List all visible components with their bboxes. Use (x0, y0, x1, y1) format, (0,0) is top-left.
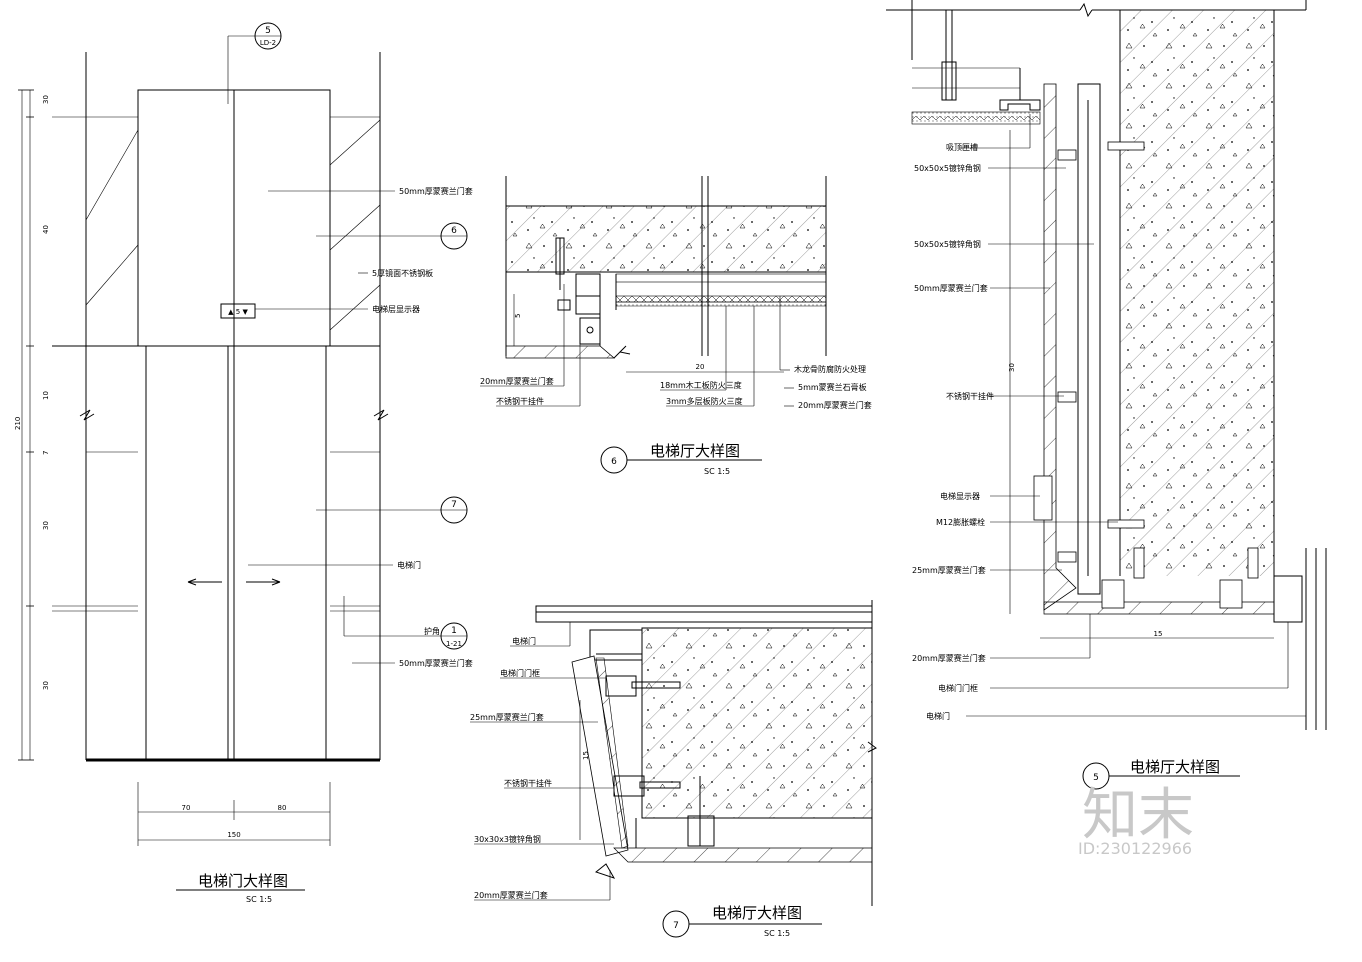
watermark-brand: 知末 (1082, 783, 1194, 848)
label-5-frame-50: 50mm厚蒙赛兰门套 (914, 283, 988, 293)
label-5-display: 电梯显示器 (940, 491, 980, 501)
floor-indicator-display (220, 303, 256, 319)
label-6-frame-20: 20mm厚蒙赛兰门套 (480, 376, 554, 386)
hall-7-scale: SC 1:5 (764, 929, 790, 938)
hall-7-number: 7 (673, 921, 679, 931)
dim-left-5: 30 (42, 521, 50, 530)
label-corner-guard: 护角 (424, 626, 440, 636)
hall-detail-7: 15 电梯门 电梯门门框 25mm厚蒙赛兰门套 不锈钢干挂件 30x30x3镀锌… (470, 600, 877, 938)
hall-6-scale: SC 1:5 (704, 467, 730, 476)
hall-5-number: 5 (1093, 773, 1099, 783)
label-5-ceiling-slot: 吸顶匣槽 (946, 142, 978, 152)
label-5-door-frame: 电梯门门框 (938, 683, 978, 693)
dim-bottom-left: 70 (182, 804, 191, 812)
hall-detail-6: 5 20 20mm厚蒙赛兰门套 不锈钢干挂件 18mm木工板防火三度 3mm多层… (480, 176, 872, 476)
label-6-plywood: 3mm多层板防火三度 (666, 396, 743, 406)
callout-1-number: 1 (451, 626, 457, 636)
door-detail-scale: SC 1:5 (246, 895, 272, 904)
callout-top-number: 5 (265, 26, 271, 36)
dim-6-vertical: 5 (514, 314, 522, 318)
hall-detail-5: 30 15 吸顶匣槽 50x50x5镀锌角钢 50x50x5镀锌角钢 50mm厚… (886, 0, 1327, 790)
dim-left-1: 30 (42, 95, 50, 104)
hall-6-title: 电梯厅大样图 (650, 442, 740, 460)
dim-left-total: 210 (14, 417, 22, 430)
dim-7-vertical: 15 (582, 751, 590, 760)
dim-6-horizontal: 20 (696, 363, 705, 371)
label-elevator-door: 电梯门 (397, 560, 421, 570)
label-5-bolt: M12膨胀螺栓 (936, 517, 985, 527)
label-mirror-steel: 5厚镜面不锈钢板 (372, 268, 433, 278)
label-door-frame-50b: 50mm厚蒙赛兰门套 (399, 658, 473, 668)
label-6-frame-20b: 20mm厚蒙赛兰门套 (798, 400, 872, 410)
label-7-frame-20: 20mm厚蒙赛兰门套 (474, 890, 548, 900)
label-5-angle-1: 50x50x5镀锌角钢 (914, 163, 981, 173)
label-7-door: 电梯门 (512, 636, 536, 646)
callout-top-ref: LD-2 (260, 39, 276, 47)
watermark: 知末 ID:230122966 (1078, 783, 1194, 858)
door-detail-title: 电梯门大样图 (198, 872, 288, 890)
watermark-id: ID:230122966 (1078, 839, 1192, 858)
label-6-hanger: 不锈钢干挂件 (496, 396, 544, 406)
label-6-gypsum: 5mm蒙赛兰石膏板 (798, 382, 867, 392)
dim-left-2: 40 (42, 225, 50, 234)
label-7-door-frame: 电梯门门框 (500, 668, 540, 678)
mirror-hatch (85, 119, 381, 331)
label-5-angle-2: 50x50x5镀锌角钢 (914, 239, 981, 249)
dim-left-4: 7 (42, 451, 50, 455)
label-5-frame-20: 20mm厚蒙赛兰门套 (912, 653, 986, 663)
dim-5-vertical: 30 (1008, 363, 1016, 372)
label-7-hanger: 不锈钢干挂件 (504, 778, 552, 788)
floor-indicator-symbol: ▲ 5 ▼ (228, 308, 248, 316)
hall-7-title: 电梯厅大样图 (712, 904, 802, 922)
label-7-frame-25: 25mm厚蒙赛兰门套 (470, 712, 544, 722)
label-floor-display: 电梯层显示器 (372, 304, 420, 314)
dim-left-6: 30 (42, 681, 50, 690)
door-elevation-detail: ▲ 5 ▼ 30 40 10 7 30 30 210 70 80 150 5 (14, 22, 473, 904)
dim-5-horizontal: 15 (1154, 630, 1163, 638)
dim-left-3: 10 (42, 391, 50, 400)
dim-bottom-total: 150 (227, 831, 240, 839)
label-door-frame-50: 50mm厚蒙赛兰门套 (399, 186, 473, 196)
label-6-woodboard: 18mm木工板防火三度 (660, 380, 742, 390)
label-5-frame-25: 25mm厚蒙赛兰门套 (912, 565, 986, 575)
callout-6-number: 6 (451, 226, 457, 236)
label-5-door: 电梯门 (926, 711, 950, 721)
label-7-angle-steel: 30x30x3镀锌角钢 (474, 834, 541, 844)
label-5-hanger: 不锈钢干挂件 (946, 391, 994, 401)
hall-5-title: 电梯厅大样图 (1130, 758, 1220, 776)
callout-7-number: 7 (451, 500, 457, 510)
hall-6-number: 6 (611, 457, 617, 467)
callout-1-ref: 1-21 (446, 640, 462, 648)
dim-bottom-right: 80 (278, 804, 287, 812)
label-6-keel: 木龙骨防腐防火处理 (794, 364, 866, 374)
